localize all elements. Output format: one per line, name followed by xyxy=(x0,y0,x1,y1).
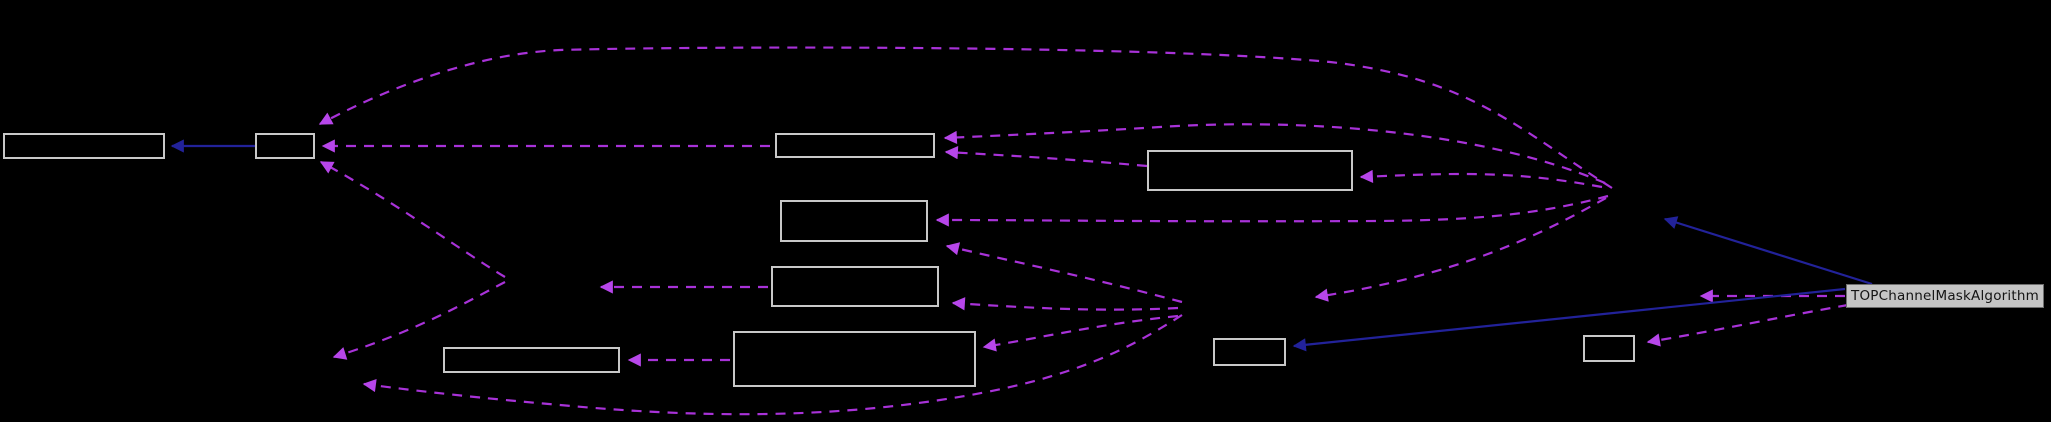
graph-edge-e-arc-top xyxy=(318,46,1613,189)
graph-node-10[interactable] xyxy=(1583,335,1635,362)
graph-node-3[interactable] xyxy=(775,133,935,158)
graph-edge-e-hubright-mid xyxy=(1314,197,1607,302)
graph-edge-e-n4-n3 xyxy=(944,146,1148,168)
graph-node-5[interactable] xyxy=(780,200,928,242)
graph-node-4[interactable] xyxy=(1147,150,1353,191)
graph-edge-e-bottom-long xyxy=(362,314,1183,416)
graph-node-1[interactable] xyxy=(3,133,165,159)
graph-edge-e-hubright-n4 xyxy=(1359,169,1603,189)
graph-edge-e-hubright-n5 xyxy=(935,194,1609,227)
graph-edge-e-hubright-n3 xyxy=(943,123,1606,185)
graph-node-main[interactable]: TOPChannelMaskAlgorithm xyxy=(1846,284,2044,308)
graph-edge-e-main-n9 xyxy=(1292,287,1846,352)
graph-edge-e-hubmid-n8 xyxy=(982,314,1179,352)
graph-node-9[interactable] xyxy=(1213,338,1286,366)
graph-node-7[interactable] xyxy=(443,347,620,373)
graph-node-6[interactable] xyxy=(771,266,939,307)
graph-edge-e-hubmid-n6 xyxy=(951,297,1179,311)
graph-edge-e-hubmid-n5 xyxy=(945,242,1183,304)
graph-edge-e-hubleft-down xyxy=(332,281,506,360)
graph-edge-e-main-n10 xyxy=(1646,303,1849,347)
graph-node-2[interactable] xyxy=(255,133,315,159)
graph-edge-e-main-hubright xyxy=(1663,216,1873,286)
graph-edge-e-hub-left-n2 xyxy=(319,161,506,278)
graph-node-8[interactable] xyxy=(733,331,976,387)
